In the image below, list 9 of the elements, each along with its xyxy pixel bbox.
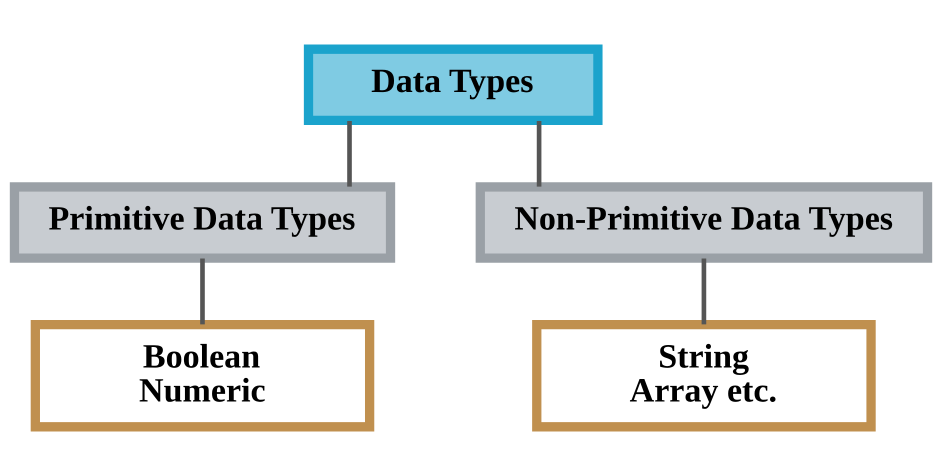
connector — [347, 120, 352, 186]
connector — [536, 120, 542, 186]
node-box: Boolean Numeric — [30, 320, 374, 431]
connector — [702, 258, 706, 324]
node-box: Data Types — [304, 44, 603, 125]
connector — [200, 258, 205, 324]
node-box: Non-Primitive Data Types — [476, 182, 932, 262]
node-box: String Array etc. — [532, 320, 876, 431]
node-box: Primitive Data Types — [10, 182, 396, 262]
